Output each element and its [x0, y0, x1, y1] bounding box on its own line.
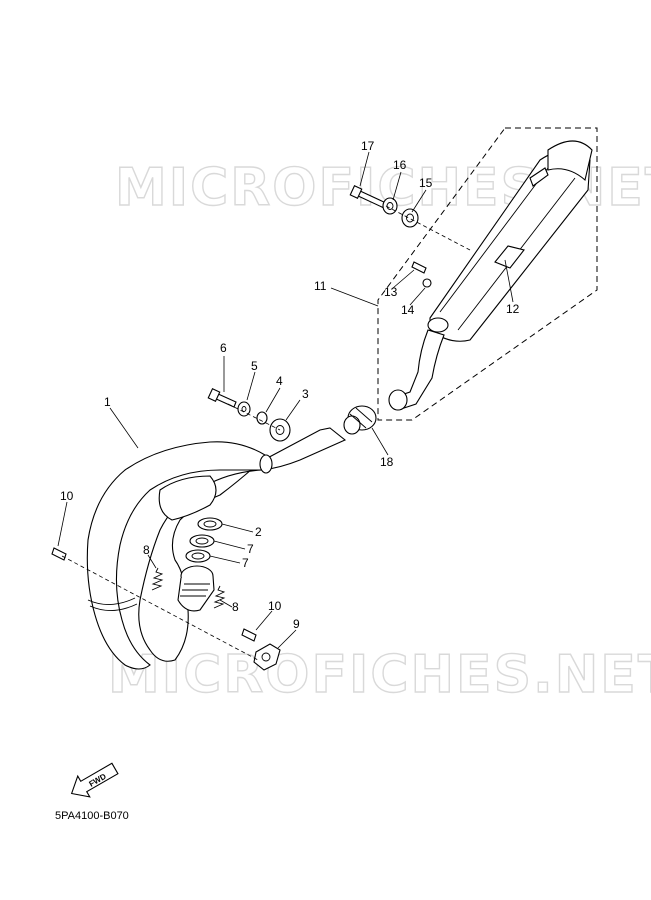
callout-9: 9: [293, 617, 300, 631]
callout-16: 16: [393, 158, 407, 172]
watermark-bottom: MICROFICHES.NET: [108, 645, 651, 705]
muffler-inlet-pipe: [388, 329, 445, 411]
gasket-2: [197, 517, 223, 531]
spring-8a: [151, 567, 164, 591]
callout-3: 3: [302, 387, 309, 401]
damper-15: [401, 208, 419, 228]
rubber-joint: [343, 405, 377, 435]
callout-12: 12: [506, 302, 520, 316]
exhaust-pipe-chamber: [86, 427, 347, 670]
bolt-10b: [241, 628, 257, 642]
bolt-10a: [51, 547, 67, 561]
callout-15: 15: [419, 176, 433, 190]
washer-14: [422, 278, 432, 288]
washer-5: [237, 401, 251, 417]
collar-16: [382, 197, 398, 215]
callout-10b: 10: [268, 599, 282, 613]
spring-8b: [213, 585, 226, 609]
callout-14: 14: [401, 303, 415, 317]
gasket-7b: [185, 549, 211, 563]
callout-17: 17: [361, 139, 375, 153]
callout-5: 5: [251, 359, 258, 373]
callout-8b: 8: [232, 600, 239, 614]
diagram-code: 5PA4100-B070: [55, 810, 129, 822]
callout-7a: 7: [247, 542, 254, 556]
callout-1: 1: [104, 395, 111, 409]
callout-7b: 7: [242, 556, 249, 570]
muffler-dashed-outline: [377, 127, 598, 421]
callout-4: 4: [276, 374, 283, 388]
collar-4: [256, 411, 268, 425]
callout-18: 18: [380, 455, 394, 469]
bolt-6: [207, 388, 237, 408]
gasket-7a: [189, 534, 215, 548]
callout-11: 11: [314, 279, 327, 293]
silencer: [427, 140, 593, 342]
callout-13: 13: [384, 285, 398, 299]
screw-13: [411, 261, 427, 274]
callout-10a: 10: [60, 489, 74, 503]
callout-6: 6: [220, 341, 227, 355]
callout-2: 2: [255, 525, 262, 539]
callout-8a: 8: [143, 543, 150, 557]
bracket-9: [253, 643, 281, 671]
fwd-arrow-icon: FWD: [70, 762, 119, 798]
exhaust-flange: [177, 565, 215, 612]
